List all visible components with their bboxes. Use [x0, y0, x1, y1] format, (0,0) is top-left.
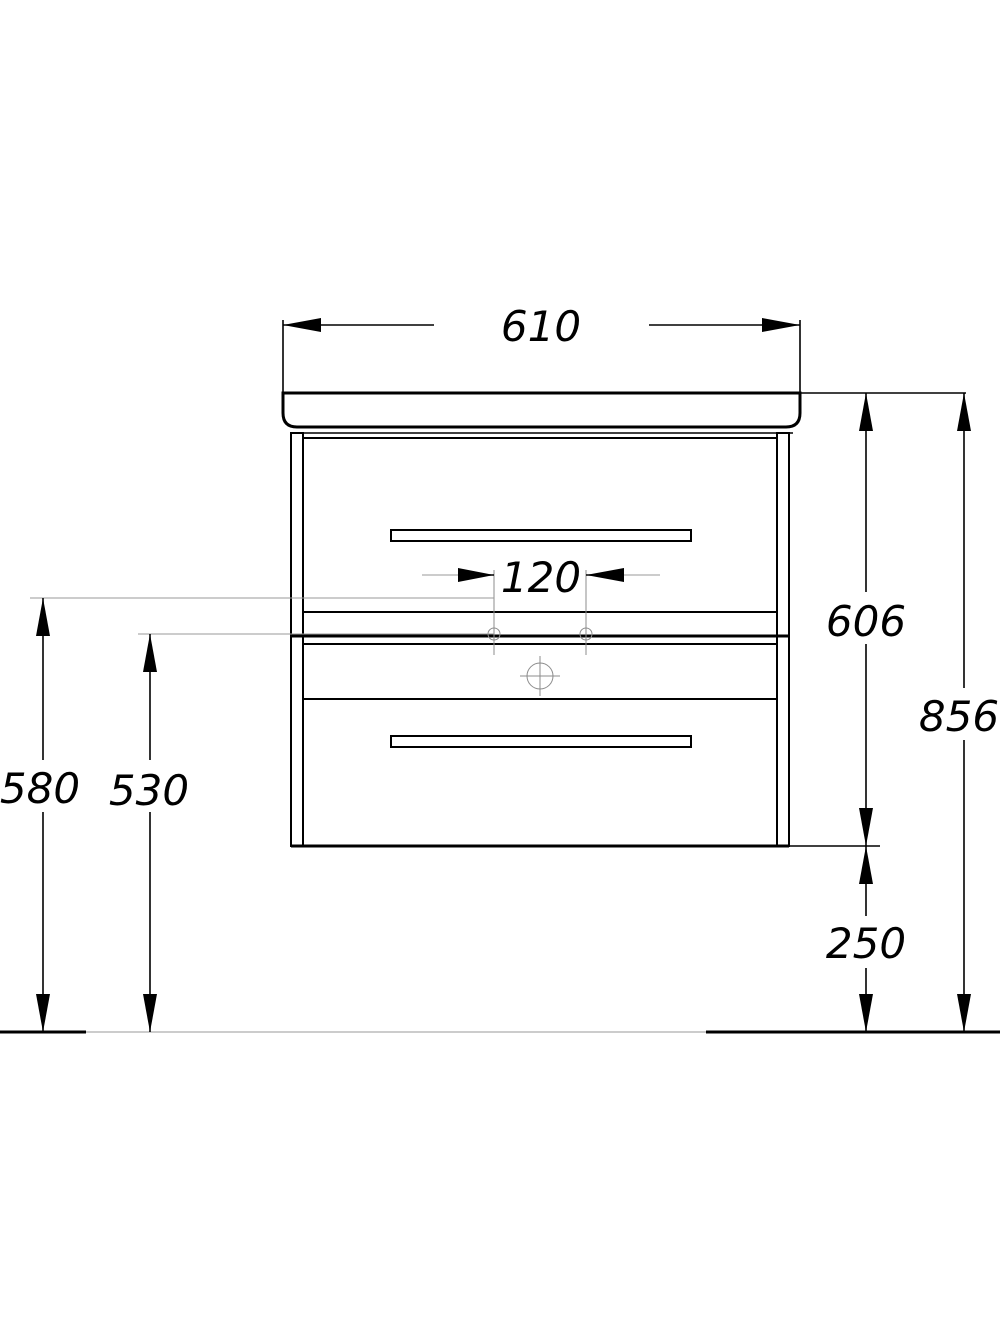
total-height-label: 856 — [919, 692, 999, 741]
lower-drawer-front — [302, 698, 778, 847]
cabinet-height-label: 606 — [826, 597, 906, 646]
dimension-width: 610 — [282, 302, 801, 393]
dimension-hole-height-530: 530 — [104, 633, 494, 1032]
floor-clearance-label: 250 — [826, 919, 906, 968]
arrow-down-icon — [36, 994, 50, 1032]
dimension-tap-spacing: 120 — [422, 553, 660, 602]
right-side-panel — [776, 432, 790, 847]
tap-spacing-label: 120 — [501, 553, 581, 602]
dimension-hole-height-580: 580 — [0, 597, 494, 1032]
arrow-up-icon — [36, 598, 50, 636]
arrow-left-icon — [586, 568, 624, 582]
arrow-right-icon — [762, 318, 800, 332]
arrow-down-icon — [859, 808, 873, 846]
upper-drawer-handle — [390, 529, 692, 542]
lower-drawer-handle — [390, 735, 692, 748]
width-label: 610 — [501, 302, 581, 351]
dimension-total-height: 856 — [880, 392, 1000, 1032]
arrow-right-icon — [458, 568, 494, 582]
basin-top — [281, 391, 802, 429]
dimension-cabinet-height: 606 — [789, 392, 908, 847]
arrow-up-icon — [143, 634, 157, 672]
arrow-up-icon — [859, 846, 873, 884]
hole-height-530-label: 530 — [109, 766, 189, 815]
hole-height-580-label: 580 — [0, 764, 80, 813]
dimension-floor-clearance: 250 — [822, 846, 908, 1032]
vanity-cabinet — [281, 391, 802, 848]
tap-hole-right-icon — [579, 627, 593, 641]
left-side-panel — [290, 432, 304, 847]
arrow-up-icon — [859, 393, 873, 431]
arrow-left-icon — [283, 318, 321, 332]
arrow-down-icon — [859, 994, 873, 1032]
arrow-down-icon — [957, 994, 971, 1032]
upper-drawer-front — [302, 437, 778, 613]
plumbing-hidden-lines — [487, 570, 593, 696]
arrow-up-icon — [957, 393, 971, 431]
arrow-down-icon — [143, 994, 157, 1032]
